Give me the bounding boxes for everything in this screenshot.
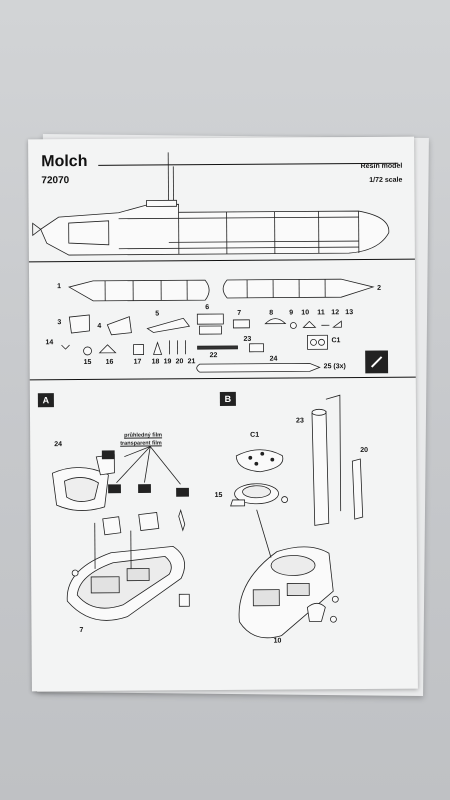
step-a-drawing: [51, 446, 190, 621]
instruction-sheet: Molch 72070 Resin model 1/72 scale: [28, 136, 418, 692]
submarine-profile-drawing: [32, 152, 390, 256]
step-b-drawing: [230, 394, 364, 639]
parts-overview-drawing: [61, 278, 389, 374]
